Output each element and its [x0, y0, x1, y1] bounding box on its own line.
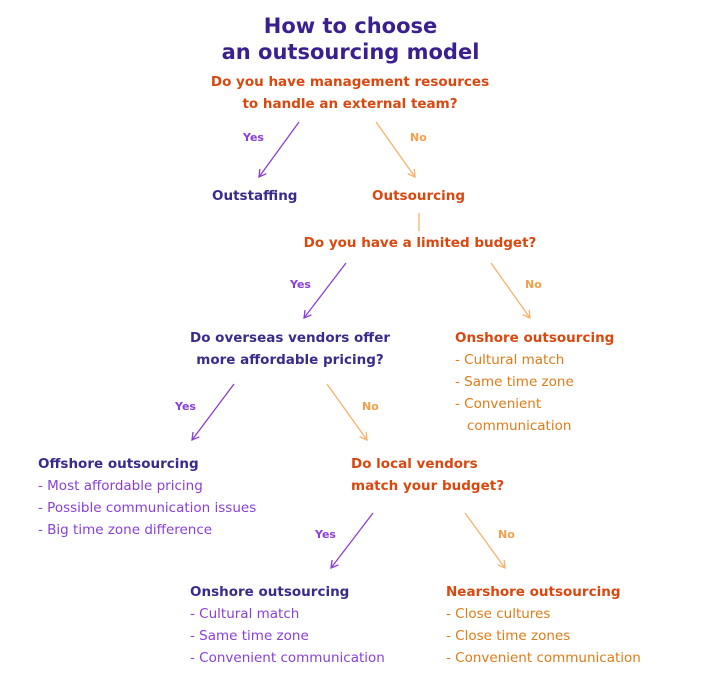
list-item: - Cultural match [455, 352, 565, 368]
onshore-benefits: - Cultural match - Same time zone - Conv… [455, 349, 614, 437]
offshore-heading: Offshore outsourcing [38, 456, 199, 472]
onshore-heading: Onshore outsourcing [455, 330, 615, 346]
list-item: - Most affordable pricing [38, 478, 203, 494]
q3-yes-arrow [191, 383, 235, 442]
q4-line-2: match your budget? [351, 478, 505, 494]
outstaffing-result: Outstaffing [212, 188, 298, 204]
list-item: - Possible communication issues [38, 500, 257, 516]
onshore-bottom-heading: Onshore outsourcing [190, 584, 350, 600]
title-line-1: How to choose [263, 14, 438, 38]
q2-no-arrow [490, 262, 531, 320]
q4-line-1: Do local vendors [351, 456, 478, 472]
onshore-outsourcing-result-card: Onshore outsourcing - Cultural match - S… [190, 581, 385, 669]
q3-line-1: Do overseas vendors offer [189, 330, 391, 346]
q4-yes-label: Yes [315, 528, 336, 541]
q2-no-label: No [525, 278, 542, 291]
q4-no-label: No [498, 528, 515, 541]
list-item: - Convenient [455, 396, 542, 412]
q1-line-1: Do you have management resources [210, 74, 490, 90]
q1-no-arrow [375, 121, 416, 179]
question-limited-budget: Do you have a limited budget? [303, 235, 537, 251]
list-item: - Big time zone difference [38, 522, 213, 538]
title-line-2: an outsourcing model [221, 40, 480, 64]
q3-line-2: more affordable pricing? [196, 352, 384, 368]
list-item: - Convenient communication [190, 650, 385, 666]
q1-yes-label: Yes [243, 131, 264, 144]
list-item: - Convenient communication [446, 650, 641, 666]
question-management-resources: Do you have management resources to hand… [190, 71, 510, 115]
nearshore-outsourcing-card: Nearshore outsourcing - Close cultures -… [446, 581, 641, 669]
nearshore-heading: Nearshore outsourcing [446, 584, 621, 600]
list-item: - Close time zones [446, 628, 571, 644]
onshore-bottom-benefits: - Cultural match - Same time zone - Conv… [190, 603, 385, 669]
q2-yes-label: Yes [290, 278, 311, 291]
q3-yes-label: Yes [175, 400, 196, 413]
onshore-outsourcing-card: Onshore outsourcing - Cultural match - S… [455, 327, 614, 437]
list-item: - Cultural match [190, 606, 300, 622]
diagram-title: How to choose an outsourcing model [0, 13, 701, 65]
list-item: - Same time zone [190, 628, 309, 644]
offshore-outsourcing-card: Offshore outsourcing - Most affordable p… [38, 453, 256, 541]
list-item: - Close cultures [446, 606, 551, 622]
question-local-vendors: Do local vendors match your budget? [351, 453, 504, 497]
q4-yes-arrow [330, 512, 374, 570]
q4-no-arrow [464, 512, 506, 570]
outsourcing-result: Outsourcing [372, 188, 466, 204]
q3-no-label: No [362, 400, 379, 413]
q2-yes-arrow [303, 262, 347, 320]
q1-no-label: No [410, 131, 427, 144]
q1-line-2: to handle an external team? [242, 96, 458, 112]
list-item: - Same time zone [455, 374, 574, 390]
list-item: communication [467, 418, 572, 434]
q1-yes-arrow [258, 121, 300, 179]
offshore-traits: - Most affordable pricing - Possible com… [38, 475, 256, 541]
q3-no-arrow [326, 383, 368, 442]
question-overseas-pricing: Do overseas vendors offer more affordabl… [175, 327, 405, 371]
nearshore-benefits: - Close cultures - Close time zones - Co… [446, 603, 641, 669]
